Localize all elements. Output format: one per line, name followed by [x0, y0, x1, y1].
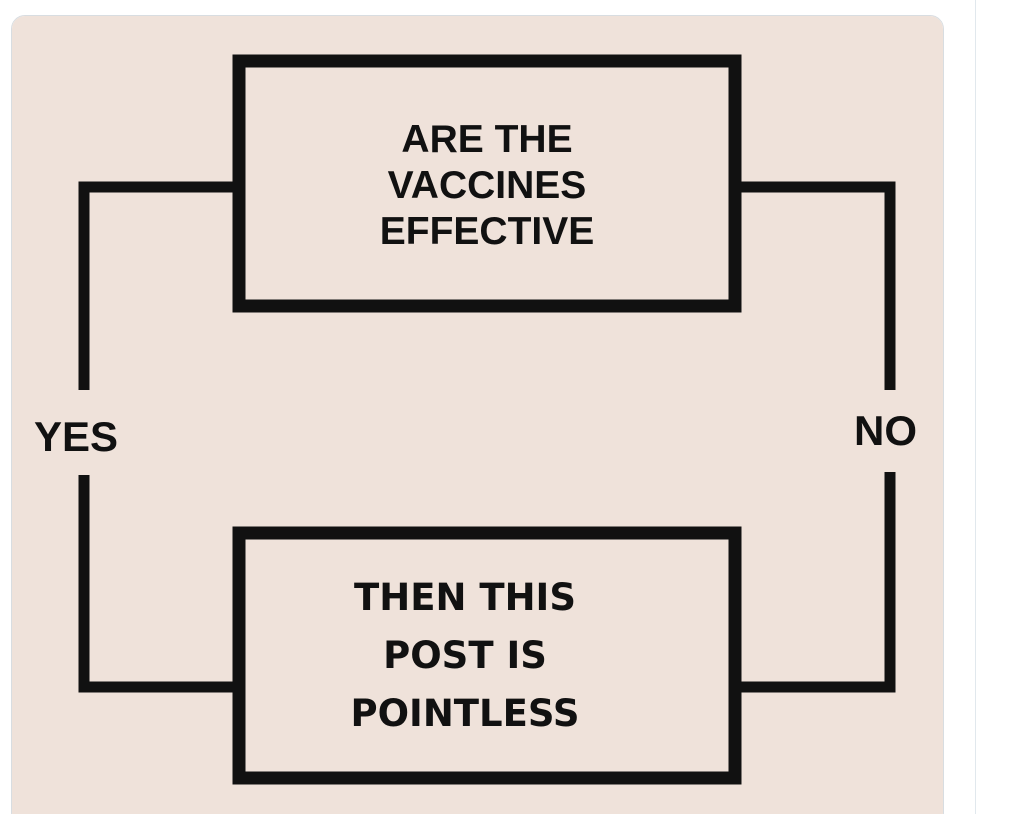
- bottom-box-line-1: THEN THIS: [354, 576, 576, 619]
- flowchart-graphic: [12, 16, 943, 814]
- meme-image-card[interactable]: ARE THE VACCINES EFFECTIVE THEN THIS POS…: [11, 15, 944, 814]
- bottom-box-line-2: POST IS: [383, 634, 547, 677]
- no-connector-lower: [734, 472, 896, 693]
- yes-connector-lower: [78, 475, 238, 693]
- top-box-line-2: VACCINES: [387, 164, 587, 207]
- no-label: NO: [854, 407, 917, 454]
- top-decision-box: [232, 54, 742, 313]
- no-connector-upper: [734, 181, 896, 390]
- card-background: [12, 16, 943, 814]
- yes-connector-upper: [78, 181, 238, 390]
- top-box-line-1: ARE THE: [401, 118, 573, 161]
- yes-label: YES: [34, 413, 119, 460]
- timeline-divider: [975, 0, 976, 814]
- bottom-box-line-3: POINTLESS: [350, 692, 580, 735]
- bottom-result-box: [232, 526, 742, 785]
- top-box-line-3: EFFECTIVE: [379, 210, 595, 253]
- bottom-box-text: THEN THIS POST IS POINTLESS: [220, 531, 710, 781]
- top-box-text: ARE THE VACCINES EFFECTIVE: [242, 61, 732, 311]
